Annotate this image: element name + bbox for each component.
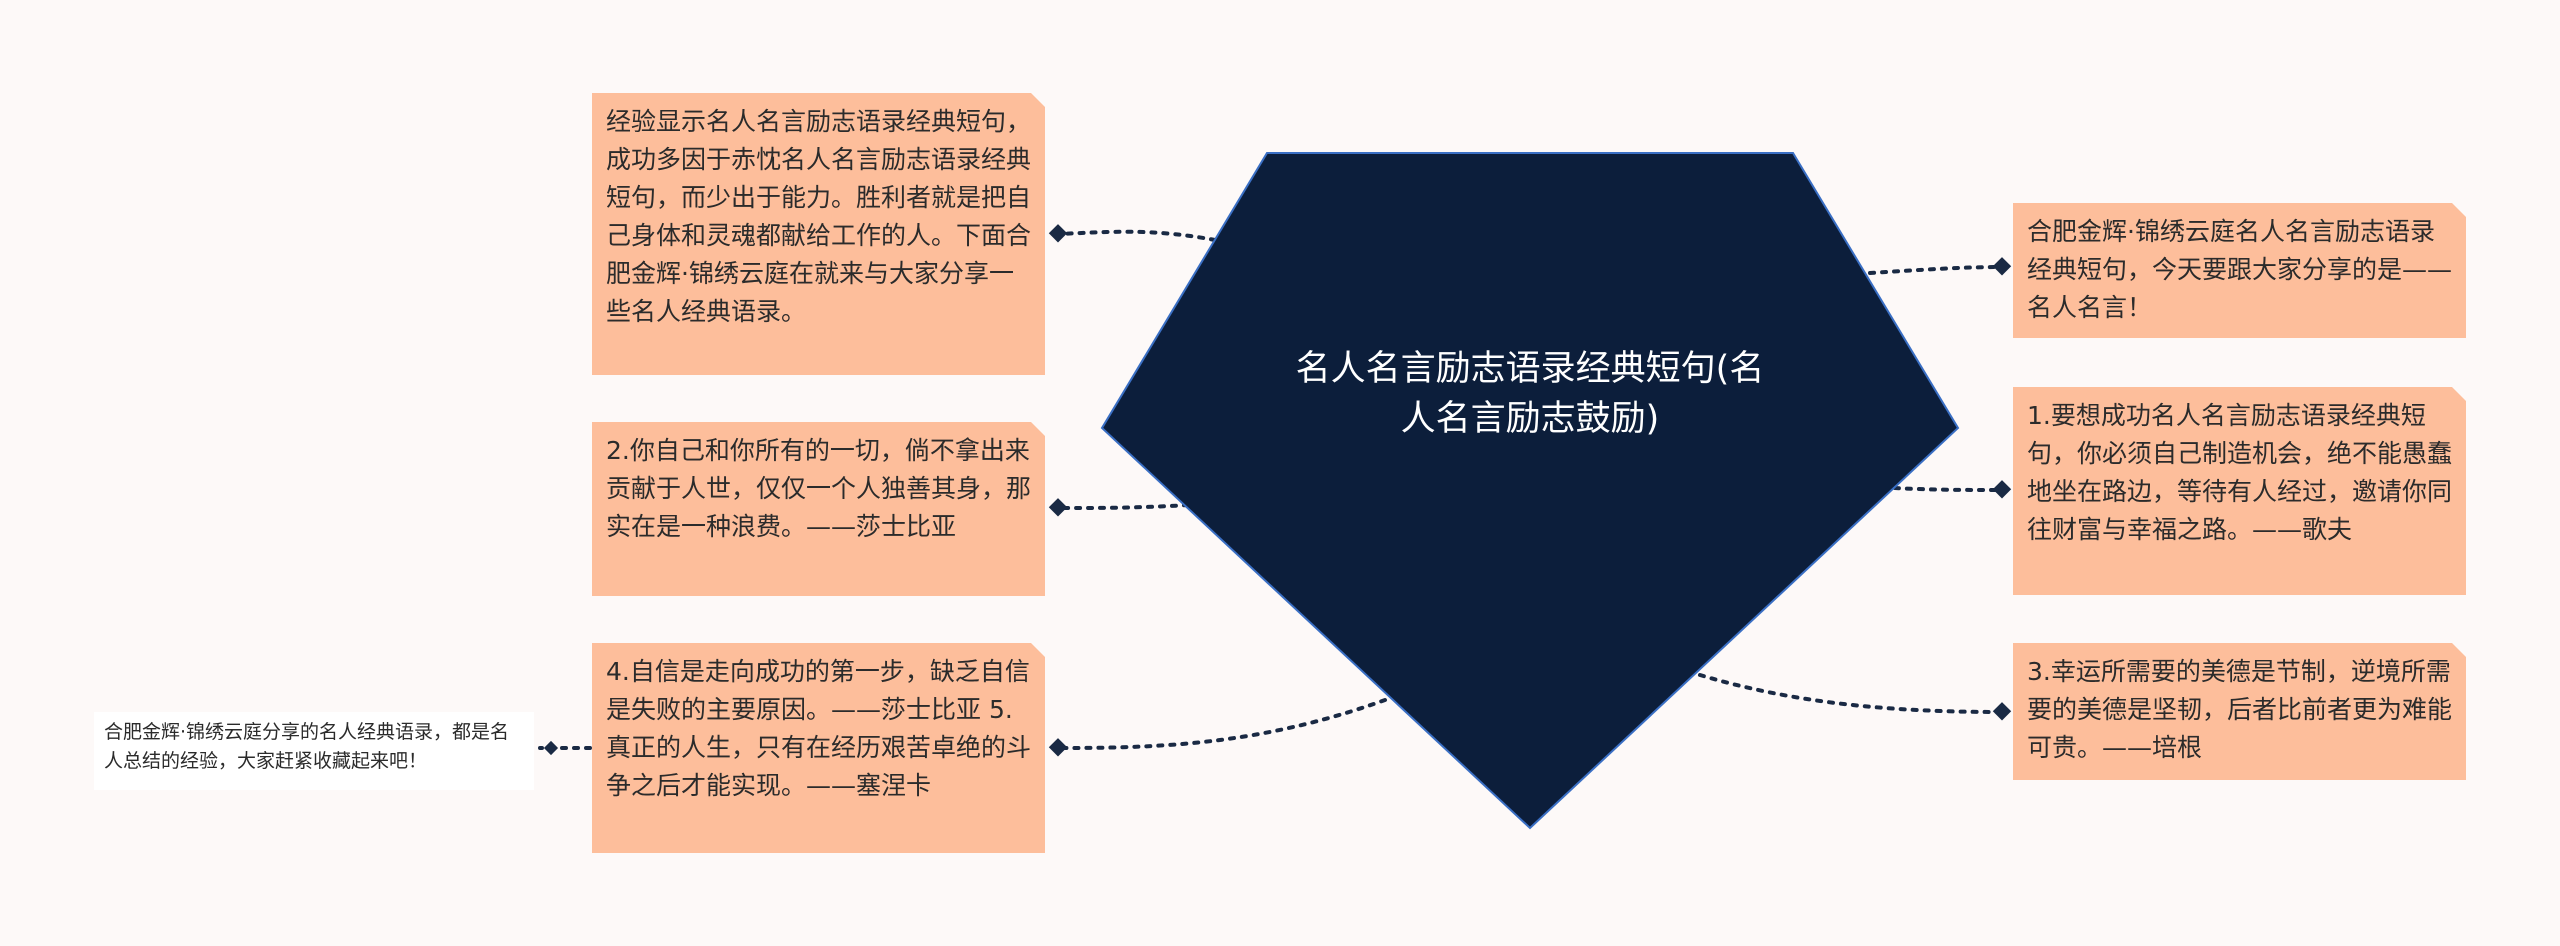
topic-right-1[interactable]: 合肥金辉·锦绣云庭名人名言励志语录经典短句，今天要跟大家分享的是——名人名言！: [2013, 203, 2466, 338]
connector-left-1: [1056, 229, 1217, 242]
topic-left-1[interactable]: 经验显示名人名言励志语录经典短句，成功多因于赤忱名人名言励志语录经典短句，而少出…: [592, 93, 1045, 375]
topic-right-3[interactable]: 3.幸运所需要的美德是节制，逆境所需要的美德是坚韧，后者比前者更为难能可贵。——…: [2013, 643, 2466, 780]
endpoint-right-1: [1992, 257, 2012, 276]
endpoint-left-1: [1048, 224, 1068, 243]
topic-text: 合肥金辉·锦绣云庭名人名言励志语录经典短句，今天要跟大家分享的是——名人名言！: [2027, 217, 2453, 322]
corner-fold: [1031, 422, 1045, 436]
topic-text: 1.要想成功名人名言励志语录经典短句，你必须自己制造机会，绝不能愚蠢地坐在路边，…: [2027, 401, 2453, 544]
root-title[interactable]: 名人名言励志语录经典短句(名人名言励志鼓励): [1295, 349, 1765, 439]
endpoint-right-2: [1992, 480, 2012, 499]
topic-left-3[interactable]: 4.自信是走向成功的第一步，缺乏自信是失败的主要原因。——莎士比亚 5.真正的人…: [592, 643, 1045, 853]
topic-text: 2.你自己和你所有的一切，倘不拿出来贡献于人世，仅仅一个人独善其身，那实在是一种…: [606, 436, 1032, 541]
endpoint-left-3: [1048, 738, 1068, 757]
corner-fold: [2452, 387, 2466, 401]
leaf-topic[interactable]: 合肥金辉·锦绣云庭分享的名人经典语录，都是名人总结的经验，大家赶紧收藏起来吧！: [94, 712, 534, 790]
corner-fold: [1031, 643, 1045, 657]
topic-right-2[interactable]: 1.要想成功名人名言励志语录经典短句，你必须自己制造机会，绝不能愚蠢地坐在路边，…: [2013, 387, 2466, 595]
connector-right-1: [1868, 265, 2004, 275]
endpoint-left-2: [1048, 498, 1068, 517]
connector-right-3: [1698, 673, 2004, 714]
corner-fold: [2452, 643, 2466, 657]
endpoint-leaf: [543, 740, 559, 756]
leaf-text: 合肥金辉·锦绣云庭分享的名人经典语录，都是名人总结的经验，大家赶紧收藏起来吧！: [104, 721, 510, 772]
connector-right-2: [1893, 486, 2004, 492]
topic-text: 4.自信是走向成功的第一步，缺乏自信是失败的主要原因。——莎士比亚 5.真正的人…: [606, 657, 1032, 800]
connectors: [538, 229, 2004, 750]
connector-left-3: [1056, 698, 1387, 750]
topic-left-2[interactable]: 2.你自己和你所有的一切，倘不拿出来贡献于人世，仅仅一个人独善其身，那实在是一种…: [592, 422, 1045, 596]
connector-endpoints: [543, 224, 2012, 757]
endpoint-right-3: [1992, 702, 2012, 721]
connector-left-2: [1056, 503, 1190, 510]
corner-fold: [2452, 203, 2466, 217]
topic-text: 3.幸运所需要的美德是节制，逆境所需要的美德是坚韧，后者比前者更为难能可贵。——…: [2027, 657, 2453, 762]
corner-fold: [1031, 93, 1045, 107]
topic-text: 经验显示名人名言励志语录经典短句，成功多因于赤忱名人名言励志语录经典短句，而少出…: [606, 107, 1032, 326]
root-shape[interactable]: [1100, 152, 1960, 830]
